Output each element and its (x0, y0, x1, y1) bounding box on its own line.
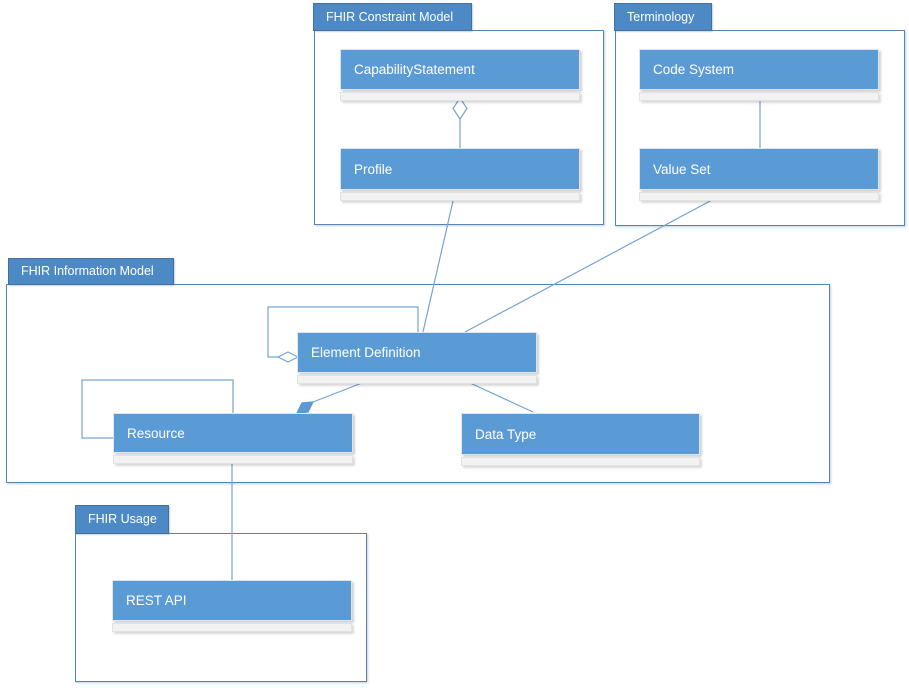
class-value-set: Value Set (639, 148, 879, 201)
class-data-type-header: Data Type (461, 413, 700, 455)
class-element-definition: Element Definition (297, 332, 537, 384)
class-value-set-header: Value Set (639, 148, 879, 190)
connector-valueset-elementdefinition (464, 199, 713, 333)
class-rest-api-label: REST API (126, 593, 187, 608)
package-tab-constraint-model: FHIR Constraint Model (313, 3, 472, 31)
class-profile: Profile (340, 148, 580, 201)
class-data-type: Data Type (461, 413, 700, 466)
package-tab-information-model: FHIR Information Model (8, 258, 174, 285)
class-code-system: Code System (639, 49, 879, 101)
class-rest-api: REST API (112, 580, 352, 632)
class-rest-api-header: REST API (112, 580, 352, 621)
class-rest-api-compartment (112, 623, 352, 632)
class-capability-statement-label: CapabilityStatement (354, 62, 475, 77)
class-resource-header: Resource (113, 413, 353, 453)
class-profile-label: Profile (354, 161, 393, 177)
class-resource: Resource (113, 413, 353, 464)
class-element-definition-header: Element Definition (297, 332, 537, 373)
aggregation-diamond-elementdefinition (276, 351, 300, 363)
class-profile-header: Profile (340, 148, 580, 190)
class-resource-label: Resource (127, 425, 185, 441)
class-value-set-compartment (639, 192, 879, 201)
class-capability-statement: CapabilityStatement (340, 49, 580, 101)
connector-profile-elementdefinition (422, 200, 454, 333)
package-tab-terminology: Terminology (614, 3, 712, 31)
self-loop-elementdefinition (267, 306, 419, 358)
connector-elementdefinition-datatype (469, 382, 534, 413)
composition-diamond-resource (295, 401, 315, 414)
class-code-system-label: Code System (653, 62, 735, 77)
class-capability-statement-header: CapabilityStatement (340, 49, 580, 90)
class-resource-compartment (113, 455, 353, 464)
class-element-definition-compartment (297, 375, 537, 384)
class-data-type-label: Data Type (475, 426, 537, 442)
class-code-system-compartment (639, 92, 879, 101)
package-tab-usage: FHIR Usage (75, 505, 169, 534)
class-code-system-header: Code System (639, 49, 879, 90)
connector-elementdefinition-resource (312, 382, 363, 403)
class-value-set-label: Value Set (653, 161, 711, 177)
aggregation-diamond-capabilitystatement (452, 96, 468, 121)
class-profile-compartment (340, 192, 580, 201)
class-element-definition-label: Element Definition (311, 345, 421, 360)
class-data-type-compartment (461, 457, 700, 466)
class-capability-statement-compartment (340, 92, 580, 101)
self-loop-resource (81, 379, 234, 439)
